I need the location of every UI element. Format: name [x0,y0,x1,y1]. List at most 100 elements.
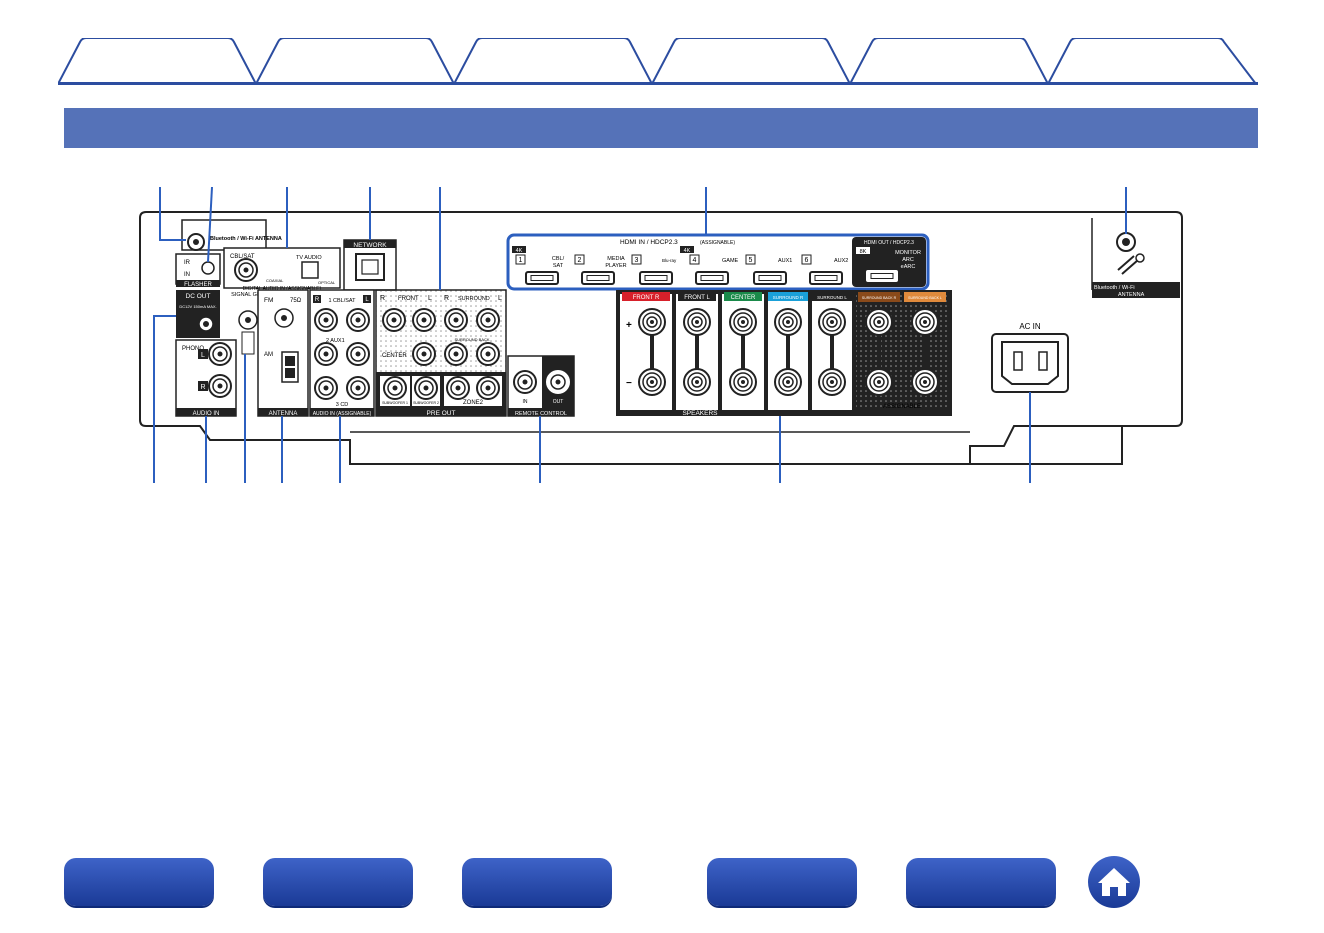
hdmi-in-5[interactable] [754,272,786,284]
surround-label: SURROUND [458,296,490,302]
home-icon [1088,856,1140,908]
hdmi-1-label2: SAT [553,263,564,269]
home-button[interactable] [1088,856,1140,908]
bottom-nav-button-2[interactable] [263,858,413,906]
flasher-block: IR IN FLASHER [176,254,220,288]
dc-out-spec: DC12V 150mA MAX. [179,304,216,309]
flasher-in-label: IN [184,272,190,278]
hdmi-in-title: HDMI IN / HDCP2.3 [620,239,678,246]
hdmi-in-1[interactable] [526,272,558,284]
spk-surround-l-label: SURROUND L [817,295,847,300]
hdmi-1-label: CBL/ [552,256,565,262]
front-label: FRONT [398,296,419,302]
bt-antenna-right: Bluetooth / Wi-Fi ANTENNA [1092,218,1180,298]
rear-panel-diagram: Bluetooth / Wi-Fi ANTENNA IR IN FLASHER … [0,160,1324,500]
surround-back-label: SURROUND BACK [454,337,489,342]
analog-r: R [315,297,320,303]
bottom-nav-button-4[interactable] [707,858,857,906]
ohm-label: 75Ω [290,298,302,304]
network-port[interactable]: NETWORK [344,240,396,290]
bottom-nav-button-3[interactable] [462,858,612,906]
hdmi-5-label: AUX1 [778,258,792,264]
audio-in-assign-label: AUDIO IN (ASSIGNABLE) [313,411,372,417]
hdmi-1-num: 1 [519,257,523,264]
phono-r: R [200,384,205,391]
plus-sign: + [626,320,632,331]
hdmi-in-3[interactable] [640,272,672,284]
dc-out-block[interactable]: DC OUT DC12V 150mA MAX. [176,290,220,338]
speakers-label: SPEAKERS [682,410,718,417]
k8-label: 8K [860,249,867,255]
hdmi-2-num: 2 [578,257,582,264]
tv-audio-label: TV AUDIO [296,255,322,261]
nav-tab-2[interactable] [256,38,454,84]
hdmi-out-title: HDMI OUT / HDCP2.3 [864,240,914,246]
digital-audio-in: CBL/SAT COAXIAL TV AUDIO OPTICAL DIGITAL… [224,248,340,292]
front-r: R [380,295,385,302]
center-label: CENTER [382,353,407,359]
section-title [64,118,80,138]
spk-sback-r-label: SURROUND BACK R [862,296,897,300]
flasher-ir-label: IR [184,260,191,266]
arc-label: ARC [902,257,914,263]
hdmi-2-label: MEDIA [607,256,625,262]
nav-tab-3[interactable] [454,38,652,84]
hdmi-in-6[interactable] [810,272,842,284]
nav-tabs [58,38,1258,84]
dc-out-label: DC OUT [186,293,211,300]
subwoofer2-label: SUBWOOFER 2 [413,401,439,405]
am-label: AM [264,352,273,358]
analog-3-label: 3 CD [336,402,349,408]
subwoofer1-label: SUBWOOFER 1 [382,401,408,405]
hdmi-in-4[interactable] [696,272,728,284]
phono-block: PHONO L R AUDIO IN [176,340,236,417]
section-header-bar [64,108,1258,148]
bt-antenna-left-label: Bluetooth / Wi-Fi ANTENNA [210,236,282,242]
front-l: L [428,295,432,302]
surround-l: L [498,295,502,302]
remote-control-block: IN OUT REMOTE CONTROL [508,356,574,417]
hdmi-4-label: GAME [722,258,739,264]
k4-label: 4K [516,248,523,254]
phono-l: L [201,352,205,359]
hdmi-2-label2: PLAYER [605,263,626,269]
pre-out-label: PRE OUT [427,410,456,417]
spk-center-label: CENTER [731,295,756,301]
network-label: NETWORK [353,242,387,249]
antenna-block: FM 75Ω AM ANTENNA [258,290,308,417]
hdmi-6-label: AUX2 [834,258,848,264]
remote-in-label: IN [523,399,528,405]
flasher-label: FLASHER [184,282,212,288]
nav-tab-4[interactable] [652,38,850,84]
bt-antenna-right-label2: ANTENNA [1118,292,1145,298]
spk-surround-r-label: SURROUND R [773,295,804,300]
monitor-label: MONITOR [895,250,921,256]
bottom-nav-button-1[interactable] [64,858,214,906]
hdmi-5-num: 5 [749,257,753,264]
speaker-terminals: FRONT R FRONT L CENTER SURROUND R SURROU… [616,290,952,417]
fm-label: FM [264,297,273,304]
minus-sign: − [626,378,632,389]
hdmi-in-2[interactable] [582,272,614,284]
hdmi-3-num: 3 [635,257,639,264]
bt-antenna-right-label: Bluetooth / Wi-Fi [1094,285,1135,291]
hdmi-assign-label: (ASSIGNABLE) [700,240,735,246]
spk-front-r-label: FRONT R [633,295,660,301]
optical-label: OPTICAL [318,280,336,285]
ac-in-label: AC IN [1019,322,1041,331]
nav-tab-6[interactable] [1048,38,1256,84]
assignable-label: ASSIGNABLE [883,404,921,410]
hdmi-4-num: 4 [693,257,697,264]
hdmi-out-monitor[interactable] [866,270,898,282]
zone2-label: ZONE2 [463,400,484,406]
coaxial-label: COAXIAL [266,278,284,283]
tab-underline [58,82,1258,85]
ac-in[interactable]: AC IN [992,322,1068,392]
nav-tab-1[interactable] [58,38,256,84]
spk-sback-l-label: SURROUND BACK L [908,296,942,300]
hdmi-3-label: Blu-ray [662,258,677,263]
nav-tab-5[interactable] [850,38,1048,84]
bt-antenna-left: Bluetooth / Wi-Fi ANTENNA [182,220,282,250]
bottom-nav-button-5[interactable] [906,858,1056,906]
analog-1-label: 1 CBL/SAT [328,298,356,304]
